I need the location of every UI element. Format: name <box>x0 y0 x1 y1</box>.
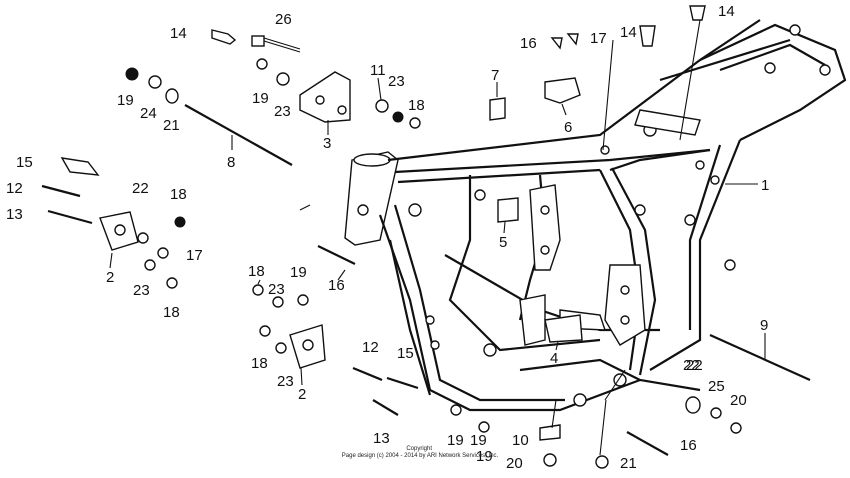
callout-15: 15 <box>16 154 33 171</box>
callout-20: 20 <box>730 392 747 409</box>
callout-21: 20 <box>506 455 523 472</box>
callout-18: 18 <box>163 304 180 321</box>
callout-5: 5 <box>499 234 507 251</box>
callout-26: 26 <box>275 11 292 28</box>
callout-18: 18 <box>248 263 265 280</box>
callout-17: 17 <box>590 30 607 47</box>
callout-3: 3 <box>323 135 331 152</box>
callout-23: 23 <box>388 73 405 90</box>
callout-10: 10 <box>512 432 529 449</box>
frame-body <box>344 19 847 412</box>
callout-19: 18 <box>170 186 187 203</box>
callout-13: 13 <box>6 206 23 223</box>
callout-16: 16 <box>680 437 697 454</box>
callout-15: 15 <box>397 345 414 362</box>
callout-21: 21 <box>620 455 637 472</box>
callout-25: 25 <box>708 378 725 395</box>
callout-23: 23 <box>133 282 150 299</box>
callout-7: 7 <box>491 67 499 84</box>
callout-20: 19 <box>117 92 134 109</box>
callout-23: 22 <box>132 180 149 197</box>
callout-22: 22 <box>683 357 700 374</box>
callout-17: 16 <box>520 35 537 52</box>
callout-12: 12 <box>6 180 23 197</box>
callout-22: 21 <box>163 117 180 134</box>
callout-19: 19 <box>252 90 269 107</box>
watermark-line-2: Page design (c) 2004 - 2014 by ARI Netwo… <box>342 453 499 459</box>
watermark: Copyright Page design (c) 2004 - 2014 by… <box>342 446 499 459</box>
callout-23: 23 <box>268 281 285 298</box>
callout-9: 9 <box>760 317 768 334</box>
callout-labels: 1 2 2 3 4 5 6 7 8 9 10 11 12 12 13 13 14… <box>6 3 769 472</box>
callout-16: 16 <box>328 277 345 294</box>
callout-1: 1 <box>761 177 769 194</box>
callout-2: 2 <box>298 386 306 403</box>
callout-12: 12 <box>362 339 379 356</box>
watermark-line-1: Copyright <box>406 446 432 452</box>
callout-11: 11 <box>370 62 386 79</box>
callout-8: 8 <box>227 154 235 171</box>
callout-19: 19 <box>470 432 487 449</box>
callout-14: 14 <box>718 3 735 20</box>
callout-18: 17 <box>186 247 203 264</box>
leader-lines <box>109 19 766 456</box>
callout-4: 4 <box>550 350 558 367</box>
callout-2: 2 <box>106 269 114 286</box>
callout-19: 19 <box>447 432 464 449</box>
callout-18: 18 <box>408 97 425 114</box>
loose-parts <box>41 5 811 469</box>
callout-19: 19 <box>290 264 307 281</box>
callout-18: 18 <box>251 355 268 372</box>
callout-23: 23 <box>277 373 294 390</box>
callout-14: 14 <box>620 24 637 41</box>
callout-25: 24 <box>140 105 157 122</box>
callout-6: 6 <box>564 119 572 136</box>
callout-19: 19 <box>476 448 493 465</box>
callout-14: 14 <box>170 25 187 42</box>
callout-13: 13 <box>373 430 390 447</box>
callout-24: 23 <box>274 103 291 120</box>
callout-22: 22 <box>686 357 703 374</box>
